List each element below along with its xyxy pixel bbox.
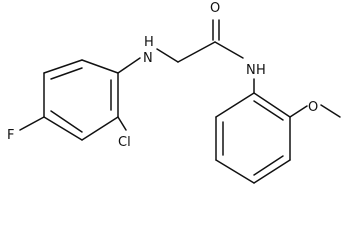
chlorine-label: Cl [118,135,131,150]
amine-h-label: H [144,35,154,50]
c-f-bond [19,116,45,131]
c-o-methoxy-bond [289,105,308,118]
amide-h-label: H [256,63,266,78]
double-bond-inner [253,155,284,176]
bond [215,92,255,118]
amine-n-label: N [143,51,153,66]
bond [81,59,119,74]
double-bond-inner [50,67,83,80]
o-ch3-bond [320,104,341,118]
bond [43,116,83,141]
bond [43,59,83,74]
c-nh-bond [117,57,141,74]
methoxyphenyl-ring [215,92,291,184]
molecule-svg: F Cl H N O N H O [7,1,341,184]
amide-nitrogen-label: N H [246,63,266,78]
bond [81,116,119,141]
c-cl-bond [117,116,127,131]
double-bond-inner [253,100,284,121]
co-nh-bond [214,41,244,59]
bond [253,92,291,118]
structure-diagram: F Cl H N O N H O [7,1,341,184]
fluoro-chloro-phenyl-ring [43,59,119,141]
ch2-co-bond [177,41,216,63]
double-bond-inner [50,110,83,133]
methoxy-oxygen-label: O [308,100,318,115]
amide-n-label: N [246,63,256,78]
amine-nitrogen-label: H N [143,35,158,66]
nh-ch2-bond [156,48,179,63]
bond [215,159,255,184]
bond [253,159,291,184]
carbonyl-oxygen-label: O [210,1,220,16]
fluorine-label: F [7,128,14,143]
